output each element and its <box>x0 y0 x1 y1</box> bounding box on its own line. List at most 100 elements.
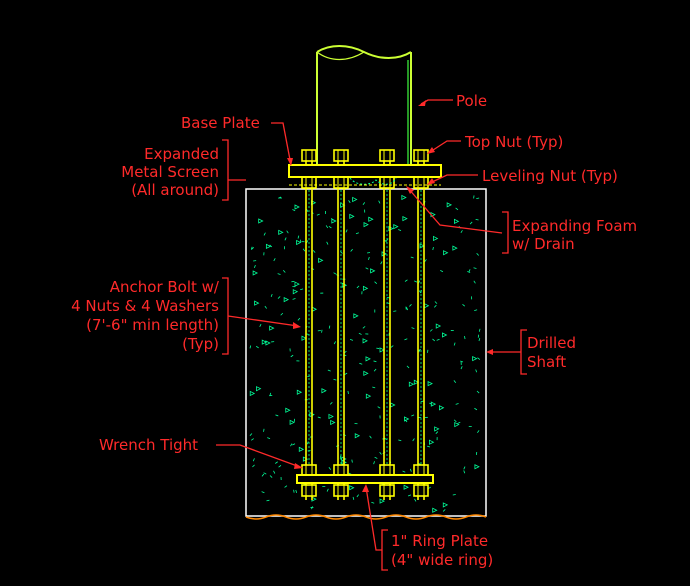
hatch-mark <box>374 281 378 285</box>
hatch-mark <box>454 421 460 428</box>
leader-arrows <box>287 100 493 492</box>
hatch-mark <box>328 413 334 420</box>
nut <box>379 484 395 497</box>
hatch-mark <box>330 419 336 426</box>
hatch-mark <box>379 498 385 504</box>
hatch-mark <box>436 338 440 341</box>
hatch-mark <box>278 229 284 236</box>
hatch-mark <box>267 437 271 439</box>
hatch-mark <box>259 323 262 327</box>
hatch-mark <box>297 235 300 239</box>
anchor-bolts <box>301 149 429 500</box>
hatch-mark <box>289 419 295 426</box>
hatch-mark <box>404 279 408 282</box>
hatch-mark <box>300 288 304 291</box>
hatch-mark <box>478 328 481 332</box>
hatch-mark <box>297 317 301 321</box>
hatch-mark <box>362 285 369 292</box>
hatch-mark <box>414 280 418 283</box>
label-anchor-bolt-4: (Typ) <box>182 335 219 353</box>
nut <box>301 149 317 162</box>
hatch-mark <box>384 239 388 243</box>
hatch-mark <box>414 498 417 502</box>
label-drilled-shaft-1: Drilled <box>527 334 576 352</box>
hatch-mark <box>258 218 264 224</box>
hatch-mark <box>377 406 381 409</box>
hatch-mark <box>327 369 331 372</box>
hatch-mark <box>312 250 316 253</box>
hatch-mark <box>333 341 336 345</box>
hatch-mark <box>328 225 332 229</box>
hatch-mark <box>265 243 272 249</box>
hatch-mark <box>434 301 438 304</box>
hatch-mark <box>266 499 270 502</box>
hatch-mark <box>333 272 337 275</box>
hatch-mark <box>401 194 407 201</box>
hatch-mark <box>284 237 287 241</box>
hatch-mark <box>251 438 254 441</box>
hatch-mark <box>349 485 355 491</box>
hatch-mark <box>433 235 439 242</box>
hatch-mark <box>264 305 267 309</box>
hatch-mark <box>432 338 436 342</box>
hatch-mark <box>477 430 480 433</box>
label-anchor-bolt-1: Anchor Bolt w/ <box>110 278 220 296</box>
hatch-mark <box>412 438 415 442</box>
hatch-mark <box>273 258 276 262</box>
hatch-mark <box>402 216 408 222</box>
label-ring-plate-2: (4" wide ring) <box>391 551 493 569</box>
hatch-mark <box>372 386 376 389</box>
hatch-mark <box>426 445 431 448</box>
hatch-mark <box>403 484 409 490</box>
hatch-mark <box>277 296 281 299</box>
hatch-mark <box>457 421 461 424</box>
hatch-mark <box>252 464 255 468</box>
hatch-mark <box>460 366 463 370</box>
hatch-mark <box>317 416 321 419</box>
hatch-mark <box>252 270 259 276</box>
hatch-mark <box>408 381 415 387</box>
hatch-mark <box>362 338 368 344</box>
label-wrench-tight: Wrench Tight <box>99 436 198 454</box>
hatch-mark <box>263 232 266 236</box>
hatch-mark <box>460 360 464 363</box>
hatch-mark <box>285 407 291 413</box>
hatch-mark <box>419 243 425 249</box>
hatch-mark <box>350 248 353 252</box>
base-plate <box>288 164 442 178</box>
nut <box>379 149 395 162</box>
hatch-mark <box>443 250 449 256</box>
hatch-mark <box>331 218 337 224</box>
hatch-mark <box>358 332 362 335</box>
hatch-mark <box>352 496 355 500</box>
hatch-mark <box>440 270 444 273</box>
label-base-plate: Base Plate <box>181 114 260 132</box>
hatch-mark <box>298 446 305 453</box>
hatch-mark <box>475 369 478 373</box>
label-leveling-nut: Leveling Nut (Typ) <box>482 167 618 185</box>
hatch-mark <box>249 433 253 436</box>
hatch-mark <box>424 259 427 263</box>
hatch-mark <box>406 365 410 369</box>
leaders <box>216 99 527 571</box>
hatch-mark <box>344 372 348 375</box>
hatch-mark <box>454 218 460 225</box>
hatch-mark <box>356 494 359 498</box>
drilled-shaft <box>245 188 487 517</box>
nut <box>413 176 429 189</box>
hatch-mark <box>296 239 302 246</box>
hatch-mark <box>473 267 477 269</box>
hatch-mark <box>378 200 381 204</box>
hatch-mark <box>368 256 370 260</box>
hatch-mark <box>296 389 303 395</box>
label-pole: Pole <box>456 92 487 110</box>
hatch-mark <box>265 340 271 346</box>
hatch-mark <box>468 269 471 273</box>
hatch-mark <box>351 459 353 463</box>
hatch-mark <box>404 419 408 423</box>
hatch-mark <box>427 381 433 387</box>
hatch-mark <box>283 297 290 303</box>
hatch-mark <box>460 230 463 234</box>
hatch-mark <box>398 229 402 232</box>
hatch-mark <box>269 244 273 248</box>
